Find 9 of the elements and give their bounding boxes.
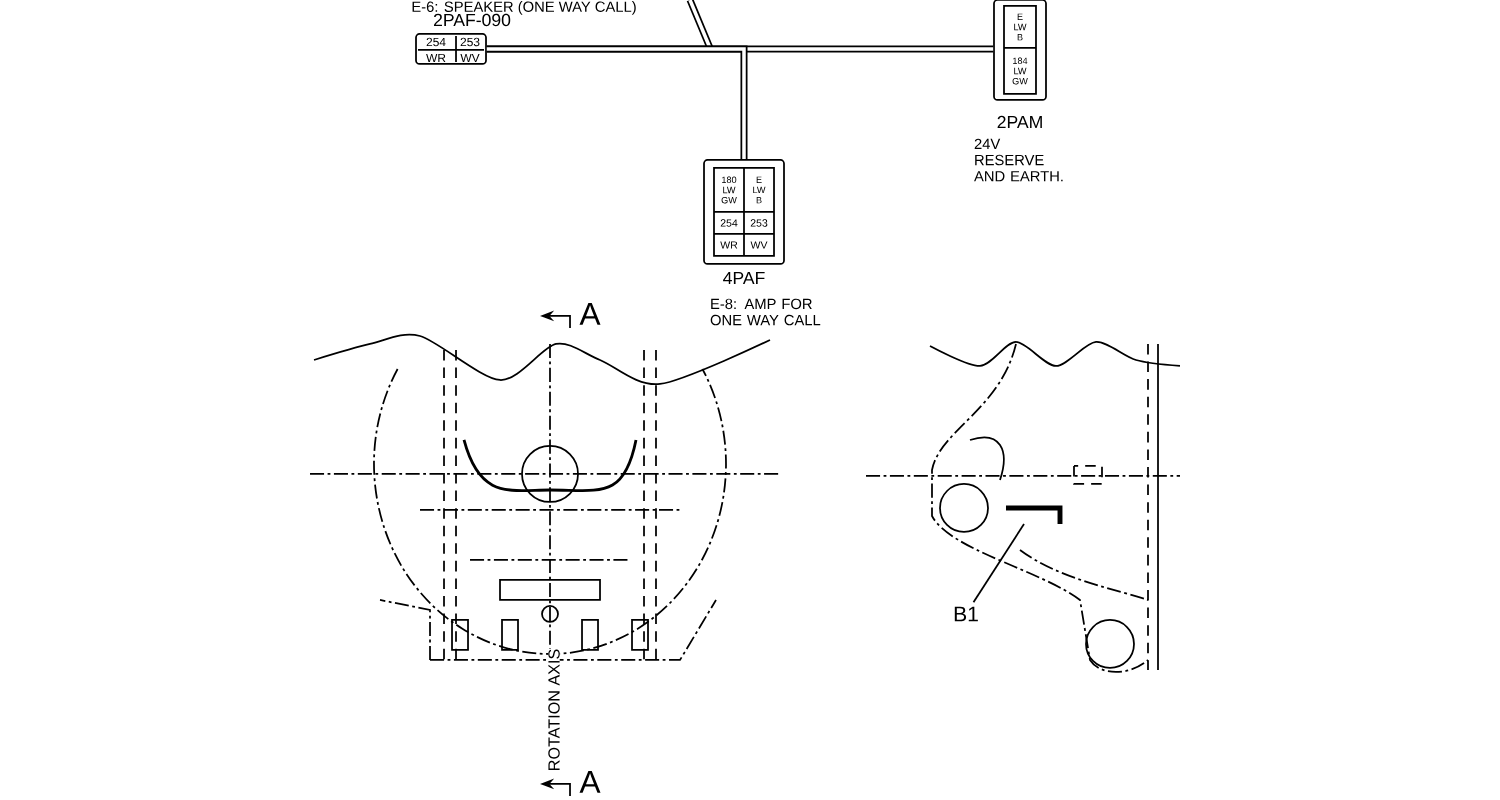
section-label: A	[579, 303, 601, 325]
connector-label: 2PAF-090	[434, 13, 511, 27]
connector-label: 4PAF	[723, 271, 765, 284]
callout-label: B1	[954, 606, 978, 622]
wire	[486, 45, 748, 160]
section-label: A	[579, 771, 601, 793]
leader-line	[972, 523, 1025, 604]
axis-label: ROTATION AXIS	[548, 648, 560, 772]
connector-label: 2PAM	[997, 115, 1042, 129]
